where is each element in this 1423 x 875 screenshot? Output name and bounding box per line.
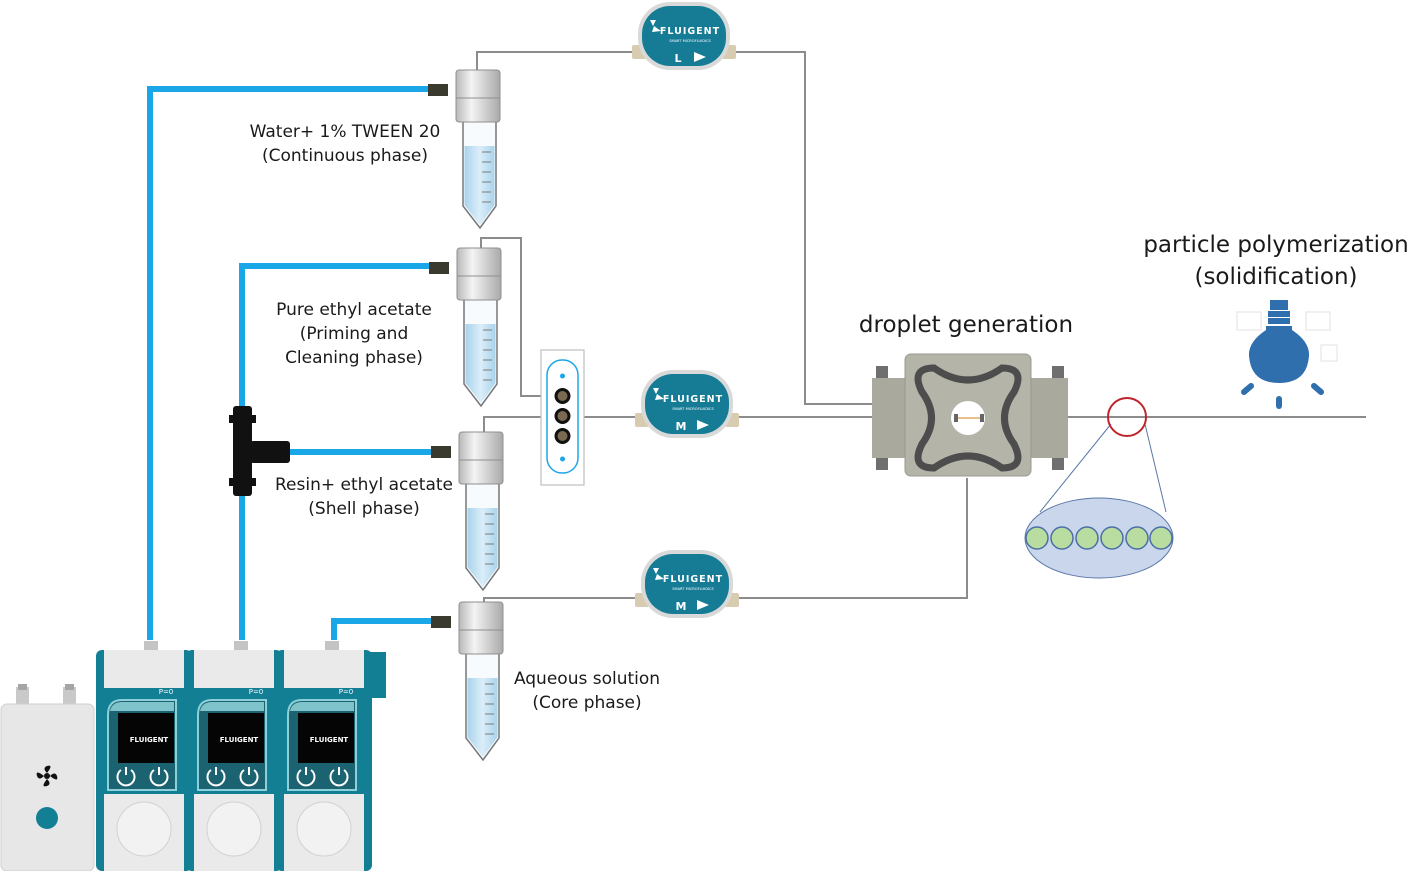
play-icon: [697, 600, 709, 610]
sensor-brand: FLUIGENT: [660, 26, 720, 37]
pressure-readout: P=0: [339, 688, 354, 696]
pressure-controller-rack: P=0 FLUIGENT P=0 FLUIGENT: [0, 641, 386, 872]
droplet: [1149, 526, 1173, 550]
label-line: Water+ 1% TWEEN 20: [249, 122, 441, 142]
label-core-phase: Aqueous solution (Core phase): [497, 668, 677, 716]
pressure-tube-aqueous: [331, 618, 432, 640]
pressure-tubing: [147, 86, 432, 640]
sensor-size: M: [676, 420, 687, 433]
power-icon: [116, 767, 136, 787]
sensor-size: M: [676, 600, 687, 613]
droplet: [1100, 526, 1124, 550]
pressure-readout: P=0: [249, 688, 264, 696]
power-icon: [296, 767, 316, 787]
label-line: (solidification): [1194, 264, 1358, 291]
label-shell-phase: Resin+ ethyl acetate (Shell phase): [264, 474, 464, 522]
sensor-tagline: SMART MICROFLUIDICS: [669, 39, 711, 43]
label-line: droplet generation: [858, 312, 1074, 338]
label-line: (Shell phase): [308, 498, 420, 519]
fluigent-logo-icon: [653, 388, 664, 400]
reservoir-water: [428, 69, 501, 230]
reservoir-aqueous: [431, 601, 504, 762]
play-icon: [697, 420, 709, 430]
sensor-brand: FLUIGENT: [663, 394, 723, 405]
sensor-brand: FLUIGENT: [663, 574, 723, 585]
flow-sensor-top: FLUIGENT SMART MICROFLUIDICS L: [632, 2, 736, 70]
flow-sensor-middle: FLUIGENT SMART MICROFLUIDICS M: [635, 370, 739, 438]
reservoir-ethyl: [429, 247, 502, 408]
play-icon: [694, 52, 706, 62]
label-continuous-phase: Water+ 1% TWEEN 20 (Continuous phase): [240, 121, 450, 169]
pressure-tube-ethyl: [239, 263, 432, 410]
label-line: (Priming and: [299, 323, 409, 344]
droplet: [1050, 526, 1074, 550]
label-line: Cleaning phase): [285, 347, 423, 368]
label-droplet-generation: droplet generation: [846, 309, 1086, 341]
pressure-readout: P=0: [159, 688, 174, 696]
droplet-generation-chip: [872, 353, 1068, 477]
power-icon: [149, 767, 169, 787]
fluigent-logo-icon: [650, 20, 661, 32]
sensor-tagline: SMART MICROFLUIDICS: [672, 587, 714, 591]
label-priming-phase: Pure ethyl acetate (Priming and Cleaning…: [259, 299, 449, 370]
label-line: Resin+ ethyl acetate: [274, 475, 454, 495]
t-junction: [229, 406, 290, 496]
power-icon: [329, 767, 349, 787]
controller-2: P=0 FLUIGENT: [186, 641, 282, 871]
droplet: [1075, 526, 1099, 550]
fan-icon: [36, 765, 58, 787]
droplet-zoom: [1024, 397, 1174, 579]
flow-sensor-bottom: FLUIGENT SMART MICROFLUIDICS M: [635, 550, 739, 618]
controller-brand: FLUIGENT: [130, 736, 169, 744]
label-line: Aqueous solution: [513, 669, 661, 689]
zoom-circle: [1107, 397, 1147, 437]
label-line: Pure ethyl acetate: [276, 300, 432, 320]
reservoir-resin: [431, 431, 504, 592]
fluigent-logo-icon: [653, 568, 664, 580]
sensor-size: L: [674, 52, 681, 65]
status-light: [36, 807, 58, 829]
controller-brand: FLUIGENT: [220, 736, 259, 744]
fluid-lines: [476, 51, 1366, 604]
label-particle-polymerization: particle polymerization (solidification): [1143, 229, 1409, 293]
label-line: particle polymerization: [1143, 232, 1409, 258]
base-unit: [0, 684, 95, 872]
controller-3: P=0 FLUIGENT: [276, 641, 386, 871]
pressure-tube-water: [147, 86, 432, 640]
power-icon: [206, 767, 226, 787]
sensor-tagline: SMART MICROFLUIDICS: [672, 407, 714, 411]
droplet: [1125, 526, 1149, 550]
label-line: (Continuous phase): [262, 145, 428, 166]
label-line: (Core phase): [532, 692, 642, 713]
power-icon: [239, 767, 259, 787]
droplet: [1025, 526, 1049, 550]
controller-1: P=0 FLUIGENT: [96, 641, 192, 871]
switch-valve: [540, 349, 585, 486]
light-bulb-icon: [1236, 300, 1338, 409]
controller-brand: FLUIGENT: [310, 736, 349, 744]
